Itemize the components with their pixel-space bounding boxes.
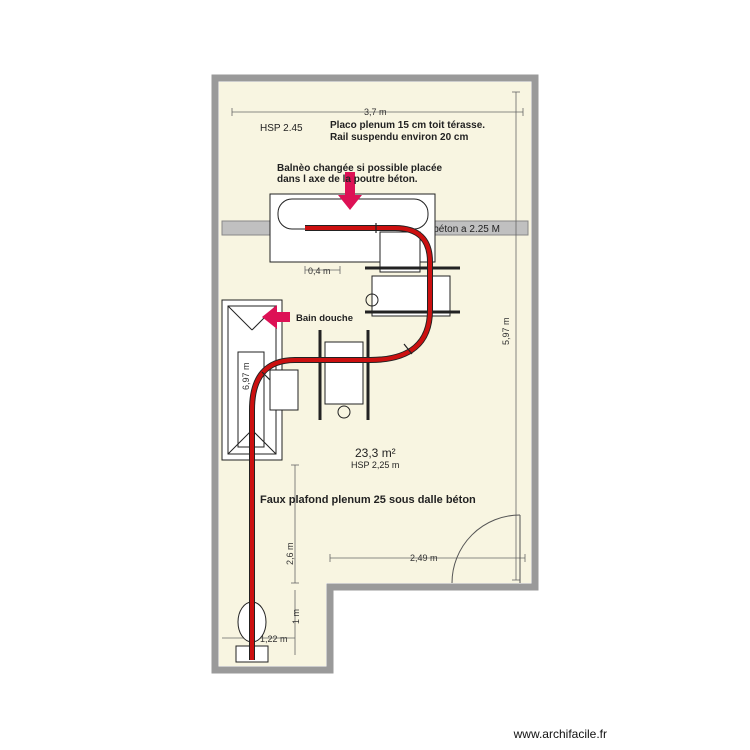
faux-plafond-label: Faux plafond plenum 25 sous dalle béton: [260, 494, 476, 506]
balneo-line2: dans l axe de la poutre béton.: [277, 174, 418, 185]
beam-label: Poutre béton a 2.25 M: [401, 224, 500, 235]
arrow-bain-douche: [262, 305, 290, 329]
dim-height-right: 5,97 m: [501, 317, 511, 345]
placo-line2: Rail suspendu environ 20 cm: [330, 132, 468, 143]
dim-small-width: 1,22 m: [260, 634, 288, 644]
dim-left-height: 6,97 m: [241, 362, 251, 390]
placo-line1: Placo plenum 15 cm toit térasse.: [330, 120, 485, 131]
rail-joints: [261, 223, 413, 381]
dim-lower-width: 2,49 m: [410, 553, 438, 563]
hsp-room-label: HSP 2,25 m: [351, 460, 399, 470]
footer-site[interactable]: www.archifacile.fr: [513, 727, 607, 741]
outer-wall: [211, 74, 539, 674]
dimension-lines: [222, 91, 526, 655]
area-label: 23,3 m²: [355, 446, 396, 460]
dim-lower-left-height: 2,6 m: [285, 542, 295, 565]
balneo-line1: Balnèo changée si possible placée: [277, 163, 443, 174]
bath-shower: [221, 299, 299, 461]
bain-douche-label: Bain douche: [296, 313, 353, 324]
wheelchair-lower: [318, 330, 370, 420]
dim-width-top: 3,7 m: [364, 107, 387, 117]
dim-beam-offset: 0,4 m: [308, 266, 331, 276]
arrow-balneo: [338, 172, 362, 210]
hoist-rail-inner: [250, 226, 432, 660]
door: [451, 514, 521, 584]
wheelchair-upper: [365, 231, 460, 317]
hsp-top-label: HSP 2.45: [260, 123, 303, 134]
dim-small-height: 1 m: [291, 609, 301, 624]
